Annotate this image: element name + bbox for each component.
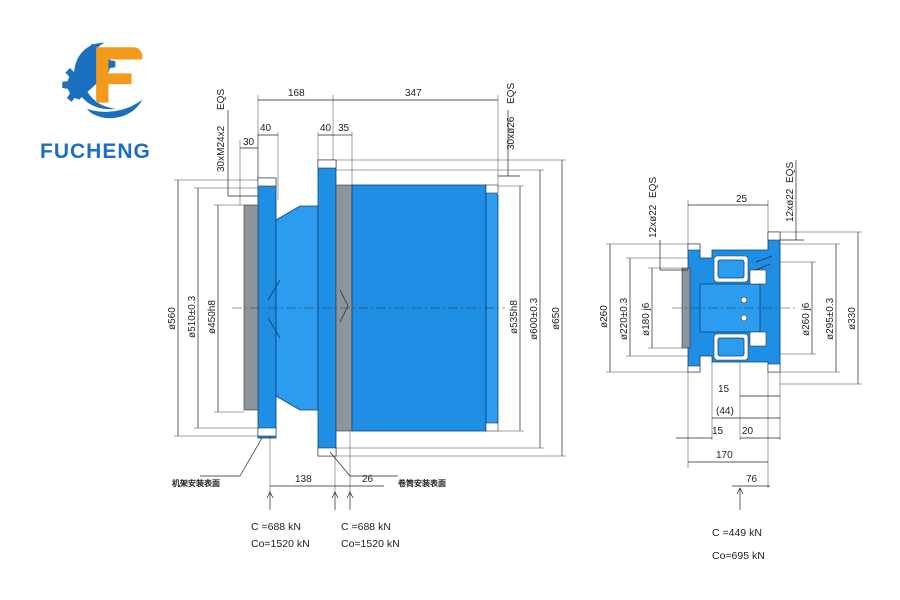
- dim-44: (44): [716, 406, 734, 417]
- frame-surface-note: 机架安装表面: [172, 478, 220, 488]
- right-bearing-view: 12xø22 EQS 12xø22 EQS 25 ø260 ø220±0.3 ø…: [599, 160, 862, 562]
- dim-25: 25: [736, 194, 748, 205]
- dim-15b: 15: [712, 426, 724, 437]
- eqs-right-label: EQS: [506, 83, 517, 104]
- dim-170: 170: [716, 450, 733, 461]
- eqs-left-label: EQS: [216, 89, 227, 110]
- load-co-left: Co=1520 kN: [251, 538, 310, 550]
- dim-30: 30: [243, 137, 255, 148]
- brand-name: FUCHENG: [40, 140, 151, 163]
- bolts-right-label: 30xø26: [506, 116, 517, 150]
- dim-138: 138: [295, 474, 312, 485]
- dim-phi220: ø220±0.3: [619, 297, 630, 340]
- bolts-b-label: 12xø22: [785, 188, 796, 222]
- dim-phi535: ø535h8: [509, 300, 520, 334]
- load-c-left: C =688 kN: [251, 521, 301, 533]
- dim-phi450: ø450h8: [207, 300, 218, 334]
- bolts-a-label: 12xø22: [648, 204, 659, 238]
- dim-phi330: ø330: [847, 307, 858, 330]
- drum-surface-note: 卷筒安装表面: [397, 478, 446, 488]
- dim-phi180: ø180 j6: [641, 302, 652, 336]
- load-co-right: Co=695 kN: [712, 550, 765, 562]
- dim-76: 76: [746, 474, 758, 485]
- load-co-mid: Co=1520 kN: [341, 538, 400, 550]
- dim-phi260-left: ø260: [599, 305, 610, 328]
- dim-phi600: ø600±0.3: [529, 297, 540, 340]
- dim-phi295: ø295±0.3: [825, 297, 836, 340]
- dim-phi510: ø510±0.3: [187, 295, 198, 338]
- bolts-left-label: 30xM24x2: [216, 125, 227, 172]
- fucheng-logo: [62, 42, 143, 119]
- dim-35: 35: [338, 123, 350, 134]
- load-c-mid: C =688 kN: [341, 521, 391, 533]
- logo-f-mark: [96, 47, 143, 103]
- dim-40a: 40: [260, 123, 272, 134]
- dim-40b: 40: [320, 123, 332, 134]
- dim-26: 26: [362, 474, 374, 485]
- dim-347: 347: [405, 88, 422, 99]
- dim-phi650: ø650: [551, 307, 562, 330]
- dim-168: 168: [288, 88, 305, 99]
- eqs-b-label: EQS: [785, 162, 796, 183]
- left-assembly-view: 168 347 40 30 40 35 30xM24x2 EQS 30xø26 …: [167, 83, 566, 550]
- load-c-right: C =449 kN: [712, 527, 762, 539]
- dim-phi260-right: ø260 j6: [801, 302, 812, 336]
- dim-20: 20: [742, 426, 754, 437]
- eqs-a-label: EQS: [648, 177, 659, 198]
- left-spigot: [243, 204, 259, 411]
- dim-15a: 15: [718, 384, 730, 395]
- dim-phi560: ø560: [167, 307, 178, 330]
